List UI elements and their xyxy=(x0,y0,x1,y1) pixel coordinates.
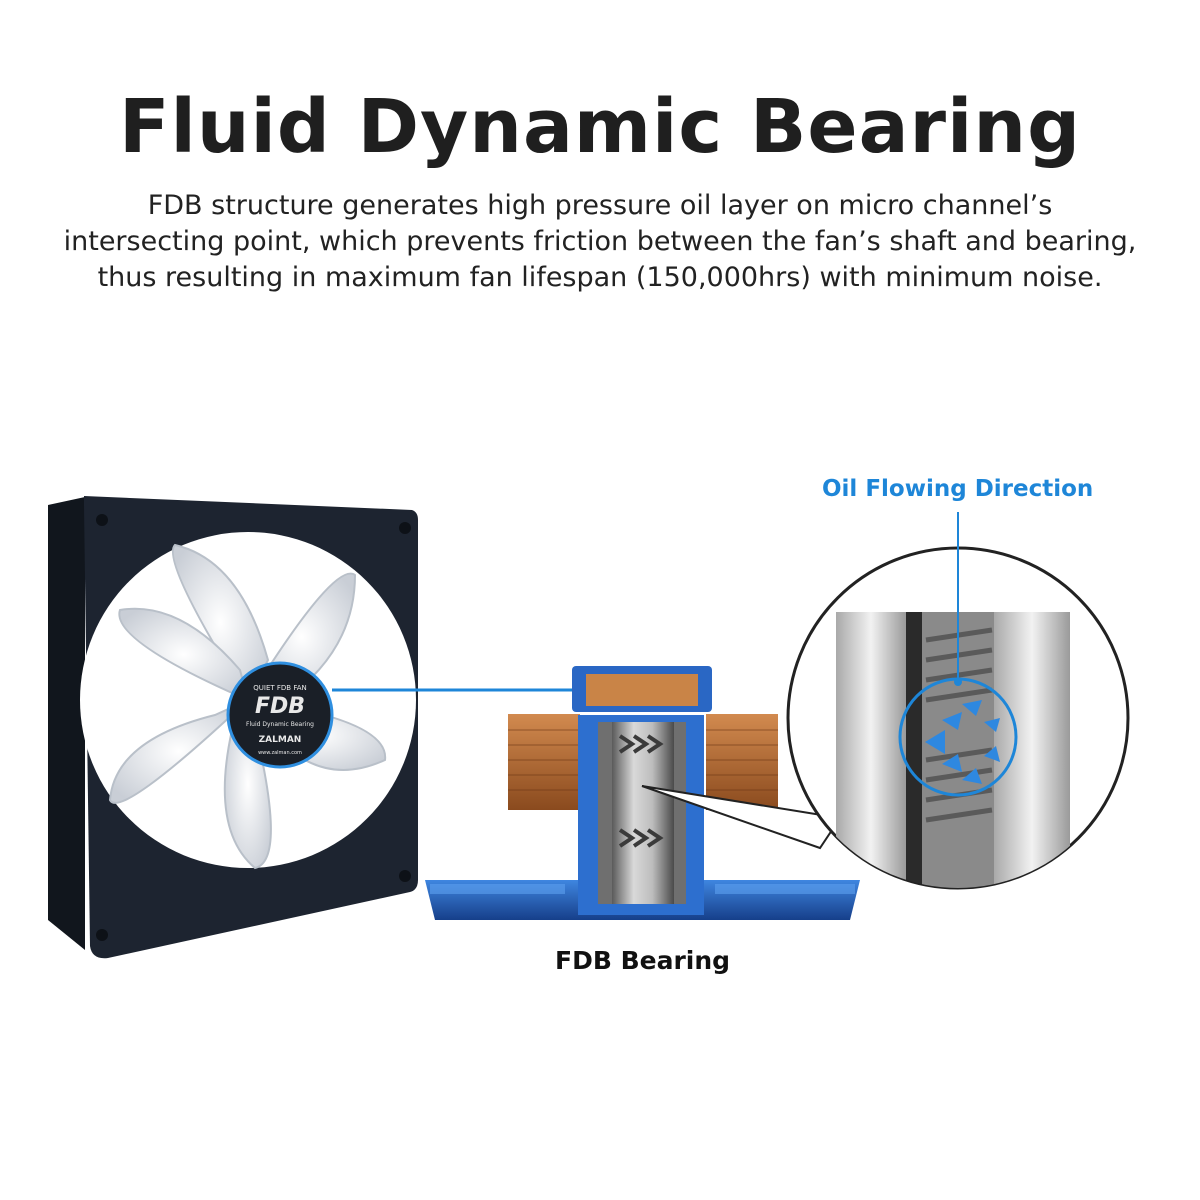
oil-flow-label: Oil Flowing Direction xyxy=(822,476,1094,502)
hub-text-quiet: QUIET FDB FAN xyxy=(253,684,306,692)
copper-coil-right xyxy=(706,714,778,810)
description: FDB structure generates high pressure oi… xyxy=(20,188,1180,296)
screw-hole xyxy=(96,929,108,941)
screw-hole xyxy=(96,514,108,526)
screw-hole xyxy=(399,870,411,882)
hub-url: www.zalman.com xyxy=(258,750,302,756)
fan-frame-back xyxy=(48,497,85,950)
zoom-detail xyxy=(786,546,1130,890)
description-line-3: thus resulting in maximum fan lifespan (… xyxy=(97,262,1103,293)
description-line-1: FDB structure generates high pressure oi… xyxy=(147,190,1053,221)
hub-text-fdb: Fluid Dynamic Bearing xyxy=(246,721,314,728)
bearing-cross-section xyxy=(425,666,860,920)
page-title: Fluid Dynamic Bearing xyxy=(118,84,1082,170)
fan-illustration: QUIET FDB FAN FDB Fluid Dynamic Bearing … xyxy=(48,496,418,959)
screw-hole xyxy=(399,522,411,534)
copper-coil-left xyxy=(508,714,580,810)
zoom-callout-pointer xyxy=(641,785,842,850)
fan-hub xyxy=(226,661,334,769)
fdb-bearing-label: FDB Bearing xyxy=(555,946,731,975)
groove-chevrons xyxy=(618,734,664,848)
description-line-2: intersecting point, which prevents frict… xyxy=(63,226,1137,257)
oil-flow-arrows xyxy=(925,700,1000,784)
hub-logo: FDB xyxy=(255,694,305,719)
hub-brand: ZALMAN xyxy=(259,735,302,745)
